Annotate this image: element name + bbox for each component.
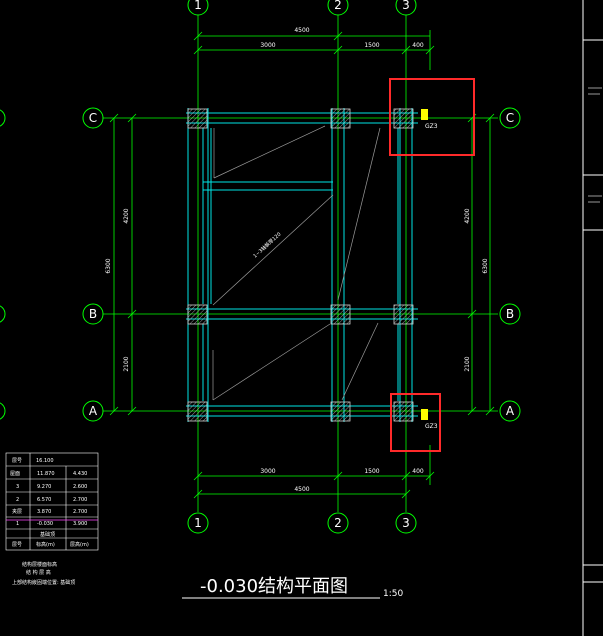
grid-label: 1: [194, 0, 202, 12]
table-cell: 3.900: [73, 521, 87, 527]
grid-label: 3: [402, 516, 410, 530]
dim-bottom-total: 4500: [294, 486, 309, 493]
table-cell: 基础顶: [40, 531, 55, 538]
table-cell: 4.430: [73, 471, 87, 477]
dim-top-3000: 3000: [260, 42, 275, 49]
column: [187, 108, 208, 129]
table-cell: 16.100: [36, 458, 54, 464]
grid-label: B: [506, 307, 514, 321]
level-table-text: 层号 16.100 屋面 11.870 4.430 3 9.270 2.600 …: [10, 458, 89, 586]
bottom-dimensions: [193, 445, 435, 499]
table-cell: 3: [16, 484, 19, 490]
grid-bubble-col-3-top: 3: [395, 0, 417, 16]
dim-left-4200: 4200: [123, 208, 130, 223]
column: [393, 108, 414, 129]
table-cell: 屋面: [10, 471, 20, 477]
dim-bottom-3000: 3000: [260, 468, 275, 475]
table-cell: 2.700: [73, 509, 87, 515]
column: [330, 108, 351, 129]
dim-left-total: 6300: [105, 258, 112, 273]
gz-marker-bottom: [421, 409, 428, 420]
grid-bubble-row-c-left: C: [82, 107, 104, 129]
column: [330, 401, 351, 422]
table-cell: -0.030: [37, 521, 53, 527]
grid-label: 2: [334, 516, 342, 530]
highlight-box-top: [389, 78, 475, 156]
left-dimensions: [109, 113, 137, 416]
top-dimensions: [193, 30, 435, 70]
right-dimensions: [467, 113, 495, 416]
grid-label: C: [89, 111, 97, 125]
dim-left-2100: 2100: [123, 356, 130, 371]
dim-top-1500: 1500: [364, 42, 379, 49]
table-cell: 层号: [12, 458, 22, 464]
gz-label-top: GZ3: [425, 123, 438, 130]
dim-bottom-400: 400: [412, 468, 424, 475]
left-edge-bubbles: [0, 109, 6, 420]
grid-label: A: [89, 404, 98, 418]
table-caption: 上部结构嵌固端位置: 基础顶: [12, 579, 75, 586]
column: [187, 401, 208, 422]
table-cell: 2.600: [73, 484, 87, 490]
dim-top-total: 4500: [294, 27, 309, 34]
columns: [187, 108, 414, 422]
table-cell: 标高(m): [36, 541, 55, 548]
slab-lines: [212, 125, 381, 401]
grid-bubble-col-1-bottom: 1: [187, 512, 209, 534]
beams: [186, 108, 418, 422]
table-cell: 2.700: [73, 497, 87, 503]
dim-bottom-1500: 1500: [364, 468, 379, 475]
gz-label-bottom: GZ3: [425, 423, 438, 430]
grid-bubble-row-c-right: C: [499, 107, 521, 129]
grid-bubble-col-2-top: 2: [327, 0, 349, 16]
grid-bubble-row-b-left: B: [82, 303, 104, 325]
grid-label: C: [506, 111, 514, 125]
grid-bubble-col-3-bottom: 3: [395, 512, 417, 534]
dim-top-400: 400: [412, 42, 424, 49]
title-block-border: [582, 0, 603, 636]
drawing-scale: 1:50: [383, 589, 403, 599]
grid-lines: [102, 12, 498, 512]
table-cell: 3.870: [37, 509, 51, 515]
table-caption: 结 构 层 高: [26, 569, 51, 576]
grid-bubble-row-a-left: A: [82, 400, 104, 422]
drawing-title: -0.030结构平面图: [200, 576, 348, 597]
table-cell: 夹层: [12, 508, 22, 515]
table-cell: 层号: [12, 542, 22, 548]
dim-right-4200: 4200: [464, 208, 471, 223]
grid-bubble-col-1-top: 1: [187, 0, 209, 16]
table-cell: 9.270: [37, 484, 51, 490]
column: [187, 304, 208, 325]
dim-right-total: 6300: [482, 258, 489, 273]
table-cell: 层高(m): [70, 541, 89, 548]
column: [393, 401, 414, 422]
table-caption: 结构层楼面标高: [22, 561, 57, 568]
column: [393, 304, 414, 325]
table-cell: 6.570: [37, 497, 51, 503]
grid-label: 2: [334, 0, 342, 12]
grid-label: B: [89, 307, 97, 321]
table-cell: 11.870: [37, 471, 55, 477]
grid-bubble-row-b-right: B: [499, 303, 521, 325]
column: [330, 304, 351, 325]
table-cell: 2: [16, 497, 19, 503]
grid-label: 3: [402, 0, 410, 12]
level-table: [5, 452, 99, 551]
highlight-box-bottom: [390, 393, 441, 452]
table-cell: 1: [16, 521, 19, 527]
grid-label: 1: [194, 516, 202, 530]
grid-bubble-col-2-bottom: 2: [327, 512, 349, 534]
grid-label: A: [506, 404, 515, 418]
dim-right-2100: 2100: [464, 356, 471, 371]
gz-marker-top: [421, 109, 428, 120]
grid-bubble-row-a-right: A: [499, 400, 521, 422]
